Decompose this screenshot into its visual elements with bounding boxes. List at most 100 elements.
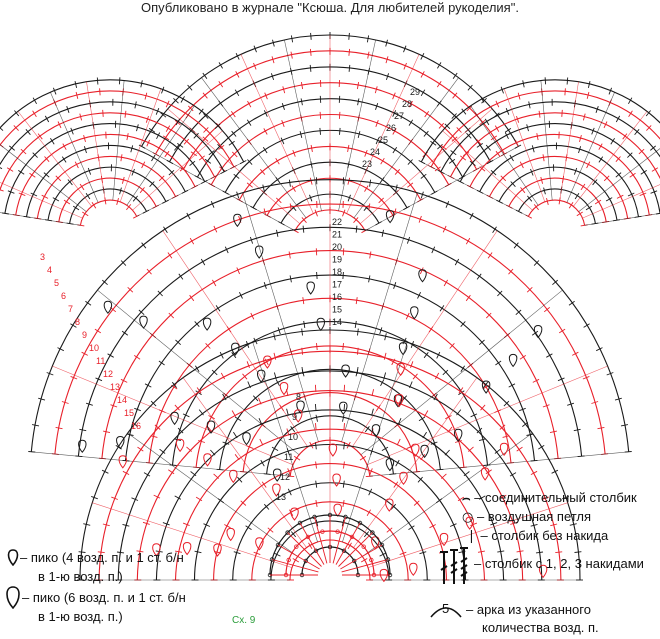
fan-3 [418,77,660,227]
stitch [347,542,352,550]
row-number: 24 [370,147,380,157]
stitch [495,360,502,366]
stitch [212,279,217,287]
picot-icon [420,444,429,459]
center-spoke [335,522,361,565]
row-number: 21 [332,230,342,240]
picot-icon [398,342,408,356]
stitch [136,124,139,132]
stitch [424,111,430,118]
picot-icon [341,364,350,378]
picot-icon [339,401,348,415]
stitch [139,187,145,194]
stitch [610,138,615,145]
stitch [263,128,268,135]
stitch [231,352,237,359]
chain-icon: ○ [462,510,474,525]
stitch [208,150,215,156]
stitch [214,123,221,130]
spoke [31,451,291,477]
picot-icon [103,300,113,314]
stitch [460,365,465,372]
stitch [420,173,427,179]
stitch [242,373,248,380]
stitch [347,144,350,152]
stitch [569,523,577,526]
stitch [379,327,383,335]
spoke [240,54,314,214]
picot-icon [170,411,179,426]
stitch [598,156,604,163]
stitch [485,312,492,319]
stitch [444,449,450,456]
picot-icon [453,428,463,442]
fan-motifs [0,32,660,583]
stitch [314,403,317,411]
picot-icon [226,527,235,542]
stitch [398,397,402,405]
stitch [417,292,422,299]
row-numbers: 2928272625242322212019181716151489101112… [40,87,420,502]
stitch [7,190,15,194]
stitch [210,449,216,456]
stitch [179,166,186,172]
stitch [275,157,280,165]
spoke [346,54,420,214]
stitch [580,183,586,191]
stitch [187,105,194,112]
stitch [121,330,129,336]
stitch [375,103,379,110]
row-arc [440,101,660,173]
stitch [516,115,520,123]
row-number: 11 [96,356,105,366]
row-number: 20 [332,242,342,252]
stitch [186,446,193,452]
picot-icon [255,537,264,551]
stitch [203,523,211,527]
picot-icon [396,362,405,376]
stitch [120,154,123,162]
spoke [369,451,629,477]
chain-stitch [370,530,375,535]
row-number: 3 [40,252,45,262]
stitch [203,113,209,119]
spoke [242,192,319,442]
picot-icon [385,210,395,224]
stitch [343,423,345,431]
legend-arch: – арка из указанного [466,602,591,618]
picot-icon [182,541,192,556]
stitch [200,258,206,266]
stitch [163,226,168,233]
stitch [342,414,345,422]
row-number: 6 [61,291,66,301]
stitch [83,523,91,526]
row-number: 8 [296,392,301,402]
stitch [81,351,89,356]
stitch [355,297,358,305]
stitch [408,100,413,108]
stitch [29,172,36,178]
picot-icon [293,409,303,423]
spoke [352,230,498,447]
chain-stitch [349,534,355,540]
stitch [78,551,86,553]
row-number: 14 [332,317,342,327]
spoke [17,111,92,207]
stitch [530,523,538,527]
stitch [582,375,590,380]
row-number: 16 [332,292,342,302]
stitch [157,290,163,297]
stitch [521,497,529,501]
stitch [342,500,345,507]
spoke [126,105,195,206]
stitch [134,407,141,412]
stitch [253,45,257,53]
chain-stitch [379,542,385,548]
stitch [410,341,415,348]
stitch [364,149,368,157]
stitch [437,62,442,69]
stitch [378,197,385,204]
stitch [476,273,482,280]
stitch [578,146,582,154]
picot-icon [465,516,474,530]
